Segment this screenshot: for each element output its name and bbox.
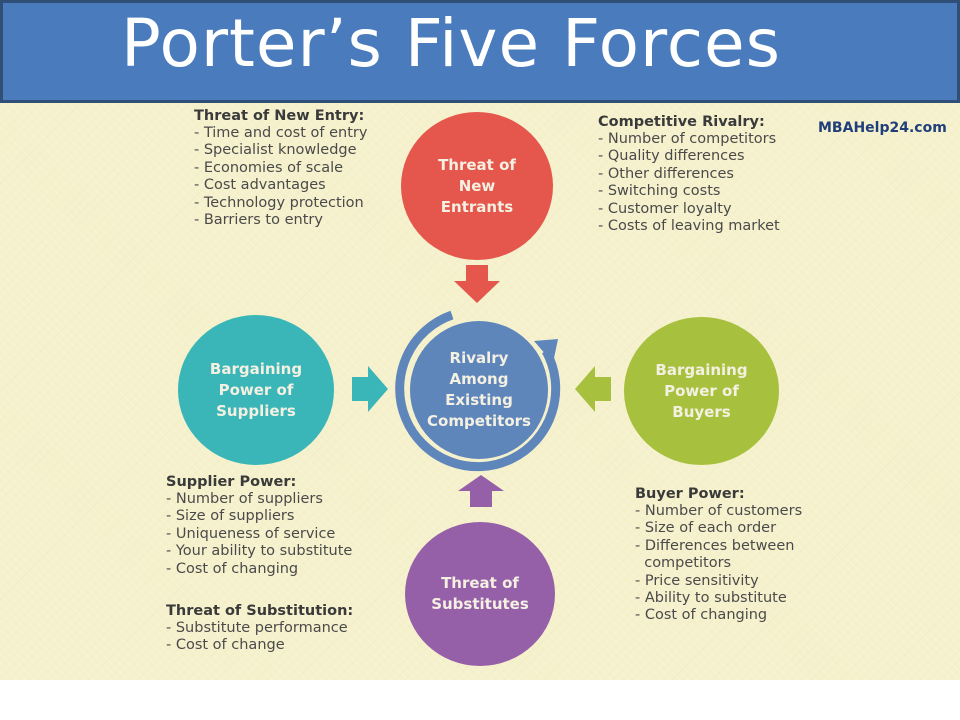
watermark: MBAHelp24.com	[818, 120, 947, 136]
list-item: - Cost of changing	[166, 560, 299, 577]
list-item: - Economies of scale	[194, 159, 344, 176]
rivalry-among-competitors-node: Rivalry Among Existing Competitors	[410, 321, 548, 459]
page-title: Porter’s Five Forces	[121, 5, 782, 82]
list-item: - Ability to substitute	[635, 590, 787, 607]
list-item: - Number of competitors	[598, 131, 777, 147]
diagram-canvas: MBAHelp24.com Threat of New Entry: - Tim…	[0, 103, 960, 680]
title-bar: Porter’s Five Forces	[0, 0, 960, 103]
supplier-power-node: Bargaining Power of Suppliers	[178, 315, 334, 465]
list-item: - Cost of change	[166, 637, 285, 654]
threat-of-new-entrants-node: Threat of New Entrants	[401, 112, 553, 260]
node-label: Bargaining Power of Buyers	[655, 360, 748, 421]
list-item: - Barriers to entry	[194, 212, 323, 229]
list-item: - Cost of changing	[635, 607, 768, 624]
list-item: - Technology protection	[194, 194, 364, 211]
list-item: - Other differences	[598, 165, 734, 182]
list-item: - Substitute performance	[166, 620, 348, 636]
rivalry-cycle-ring	[395, 310, 561, 472]
competitive-rivalry-list: Competitive Rivalry: - Number of competi…	[598, 114, 780, 235]
node-label: Threat of Substitutes	[431, 574, 529, 613]
list-item: - Size of each order	[635, 520, 777, 537]
arrow-down-icon	[454, 265, 500, 303]
new-entry-list: Threat of New Entry: - Time and cost of …	[194, 108, 367, 229]
substitution-heading: Threat of Substitution:	[166, 603, 354, 619]
list-item: competitors	[635, 555, 732, 572]
buyer-power-node: Bargaining Power of Buyers	[624, 317, 779, 465]
substitution-list: Threat of Substitution: - Substitute per…	[166, 603, 353, 655]
list-item: - Customer loyalty	[598, 200, 732, 217]
supplier-power-heading: Supplier Power:	[166, 474, 297, 490]
competitive-rivalry-heading: Competitive Rivalry:	[598, 114, 765, 130]
list-item: - Differences between	[635, 537, 795, 554]
list-item: - Quality differences	[598, 148, 745, 165]
list-item: - Cost advantages	[194, 177, 326, 194]
node-label: Rivalry Among Existing Competitors	[427, 349, 531, 430]
supplier-power-list: Supplier Power: - Number of suppliers - …	[166, 474, 352, 578]
list-item: - Number of customers	[635, 503, 803, 519]
threat-of-substitutes-node: Threat of Substitutes	[405, 522, 555, 666]
buyer-power-list: Buyer Power: - Number of customers - Siz…	[635, 486, 802, 625]
list-item: - Price sensitivity	[635, 572, 759, 589]
list-item: - Costs of leaving market	[598, 218, 780, 235]
arrow-right-icon	[352, 366, 388, 412]
arrow-up-icon	[458, 475, 504, 507]
list-item: - Uniqueness of service	[166, 525, 336, 542]
list-item: - Your ability to substitute	[166, 543, 353, 560]
list-item: - Specialist knowledge	[194, 142, 357, 159]
arrow-left-icon	[575, 366, 611, 412]
list-item: - Number of suppliers	[166, 491, 323, 507]
new-entry-heading: Threat of New Entry:	[194, 108, 365, 124]
list-item: - Switching costs	[598, 183, 721, 200]
node-label: Bargaining Power of Suppliers	[209, 359, 303, 420]
list-item: - Time and cost of entry	[194, 125, 368, 141]
list-item: - Size of suppliers	[166, 508, 295, 525]
node-label: Threat of New Entrants	[438, 155, 516, 216]
buyer-power-heading: Buyer Power:	[635, 486, 745, 502]
